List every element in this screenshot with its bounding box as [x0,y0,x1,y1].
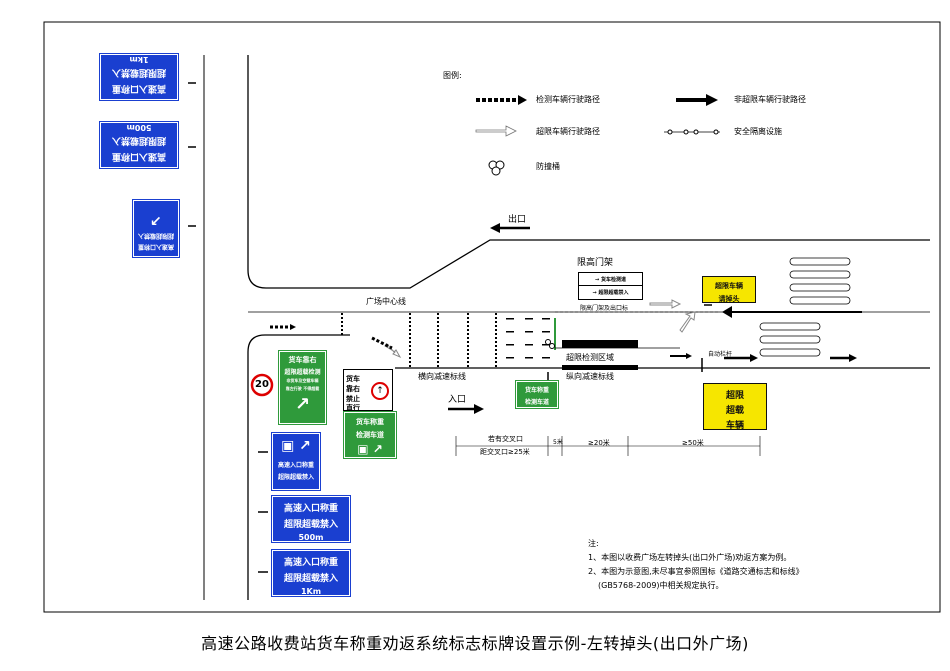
exit-label: 出口 [508,215,527,225]
sign-top-500m-line1: 高速入口称重 [112,151,167,161]
dim-5m: 5米 [553,439,563,446]
sign-posts [188,82,712,573]
sign-green-big-line2: 超限超载检测 [284,369,321,376]
sign-yellow-big: 超限 超载 车辆 禁止 驶入 [703,383,767,430]
drawing-frame [43,21,941,613]
legend-graphics [475,94,720,349]
detect-path-arrow [270,324,393,350]
sign-blue-500m-line1: 高速入口称重 [283,504,338,514]
longitudinal-decel-label: 纵向减速标线 [566,372,614,381]
sign-blue-arrow-line1: 高速入口称重 [277,462,314,469]
sign-yellow-big-line2: 超载 [725,406,744,416]
sign-blue-arrow: ▣ ↗ 高速入口称重 超限超载禁入 [271,432,321,491]
sign-top-500m-dist: 500m [126,123,152,132]
legend-isolation: 安全隔离设施 [734,127,782,136]
non-overload-path-head [722,306,732,318]
sign-green-big-line3: 非货车及空载车辆 [286,378,319,383]
sign-white-line1: 货车 [346,375,360,383]
dim-20m: ≥20米 [588,439,610,447]
sign-white-line3: 禁止 [346,395,360,403]
overload-zone-label: 超限检测区域 [566,353,614,362]
sign-top-arrow: 高速入口称重 超限超载禁入 ↗ [132,199,180,258]
dim-intersection-2: 距交叉口≥25米 [480,448,530,456]
height-gantry-label: 限高门架 [577,258,614,268]
arrow-right-icon: ↗ [294,394,311,415]
road-edge-lower [247,334,350,600]
sign-yellow-big-line1: 超限 [725,391,744,401]
entry-arrow [448,404,484,414]
sign-top-arrow-line1: 高速入口称重 [138,243,175,250]
detection-area-top [562,340,638,348]
notes-title: 注: [588,539,599,548]
road-edge-upper [247,55,930,289]
sign-top-arrow-line2: 超限超载禁入 [138,232,175,239]
sign-green-big-line1: 货车靠右 [288,356,317,364]
sign-top-500m: 高速入口称重 超限超载禁入 500m [99,121,179,169]
lane-arrows [506,318,550,359]
gantry-panel-line1: → 货车检测道 [579,276,642,286]
sign-blue-500m-line2: 超限超载禁入 [283,520,338,530]
note-1: 1、本图以收费广场左转掉头(出口外广场)劝返方案为例。 [588,553,792,562]
speed-limit-value: 20 [255,379,269,390]
oversize-path [384,299,696,359]
sign-green-big-line4: 靠左行驶 不得超载 [285,386,320,391]
right-arrows [670,353,857,362]
dim-intersection-1: 若有交叉口 [488,435,523,443]
sign-blue-arrow-line2: 超限超载禁入 [277,474,314,481]
speed-limit-ring [250,373,274,397]
sign-white-line2: 靠右 [346,385,360,393]
sign-yellow-small: 超限车辆 请掉头 [702,276,756,303]
sign-blue-1km-line1: 高速入口称重 [283,558,338,568]
no-straight-icon: ↑ [371,382,389,400]
sign-top-1km-line2: 超限超载禁入 [112,67,167,77]
sign-blue-1km: 高速入口称重 超限超载禁入 1Km [271,549,351,597]
figure-caption: 高速公路收费站货车称重劝返系统标志标牌设置示例-左转掉头(出口外广场) [201,634,749,653]
detection-area-bottom [562,365,638,370]
dimension-lines [455,436,761,456]
sign-green-small-line2: 检测车道 [524,399,549,406]
gantry-panel-line2: → 超限超载禁入 [592,290,629,296]
legend-title: 图例: [443,71,462,80]
note-2: 2、本图为示意图,未尽事宜参照国标《道路交通标志和标线》 [588,567,804,576]
transverse-decel-label: 横向减速标线 [418,372,466,381]
arrow-icon: ↗ [150,212,162,228]
sign-green-small: 货车称重 检测车道 [515,380,559,409]
sign-green-mid-line1: 货车称重 [356,418,384,426]
truck-arrow-icon: ▣ ↗ [281,438,311,454]
legend-overload: 超限车辆行驶路径 [536,127,600,136]
sign-blue-500m: 高速入口称重 超限超载禁入 500m [271,495,351,543]
sign-white-line4: 直行 [346,404,360,411]
note-3: (GB5768-2009)中相关规定执行。 [598,581,724,590]
sign-yellow-big-line3: 车辆 [725,421,744,430]
exit-arrow [490,223,530,233]
plaza-centerline-label: 广场中心线 [366,297,406,306]
lane-pills [759,257,851,357]
sign-white-no-straight: 货车 靠右 禁止 直行 ↑ [343,369,393,411]
sign-top-1km-line1: 高速入口称重 [112,83,167,93]
sign-green-small-line1: 货车称重 [524,387,549,394]
legend-barrel: 防撞桶 [536,162,560,171]
sign-top-500m-line2: 超限超载禁入 [112,135,167,145]
sign-green-big: 货车靠右 超限超载检测 非货车及空载车辆 靠左行驶 不得超载 ↗ [278,350,327,425]
gantry-sub-label: 限高门架及出口标 [580,305,629,312]
sign-blue-500m-dist: 500m [298,533,324,542]
gantry-panel: → 货车检测道 → 超限超载禁入 [578,272,643,300]
legend-detect: 检测车辆行驶路径 [536,95,600,104]
entry-label: 入口 [448,395,467,405]
sign-top-1km: 高速入口称重 超限超载禁入 1km [99,53,179,101]
auto-barrier-label: 自动栏杆 [708,351,733,358]
sign-yellow-small-line1: 超限车辆 [715,282,743,290]
sign-blue-1km-dist: 1Km [300,587,322,596]
sign-top-1km-dist: 1km [129,55,149,64]
truck-icon: ▣ ↗ [357,442,383,456]
sign-blue-1km-line2: 超限超载禁入 [283,574,338,584]
sign-yellow-small-line2: 请掉头 [718,295,740,303]
dim-50m: ≥50米 [682,439,704,447]
sign-green-mid-line2: 检测车道 [356,431,384,439]
transverse-decel-lines [341,313,497,368]
legend-non-overload: 非超限车辆行驶路径 [734,95,806,104]
sign-green-mid: 货车称重 检测车道 ▣ ↗ [343,411,397,459]
